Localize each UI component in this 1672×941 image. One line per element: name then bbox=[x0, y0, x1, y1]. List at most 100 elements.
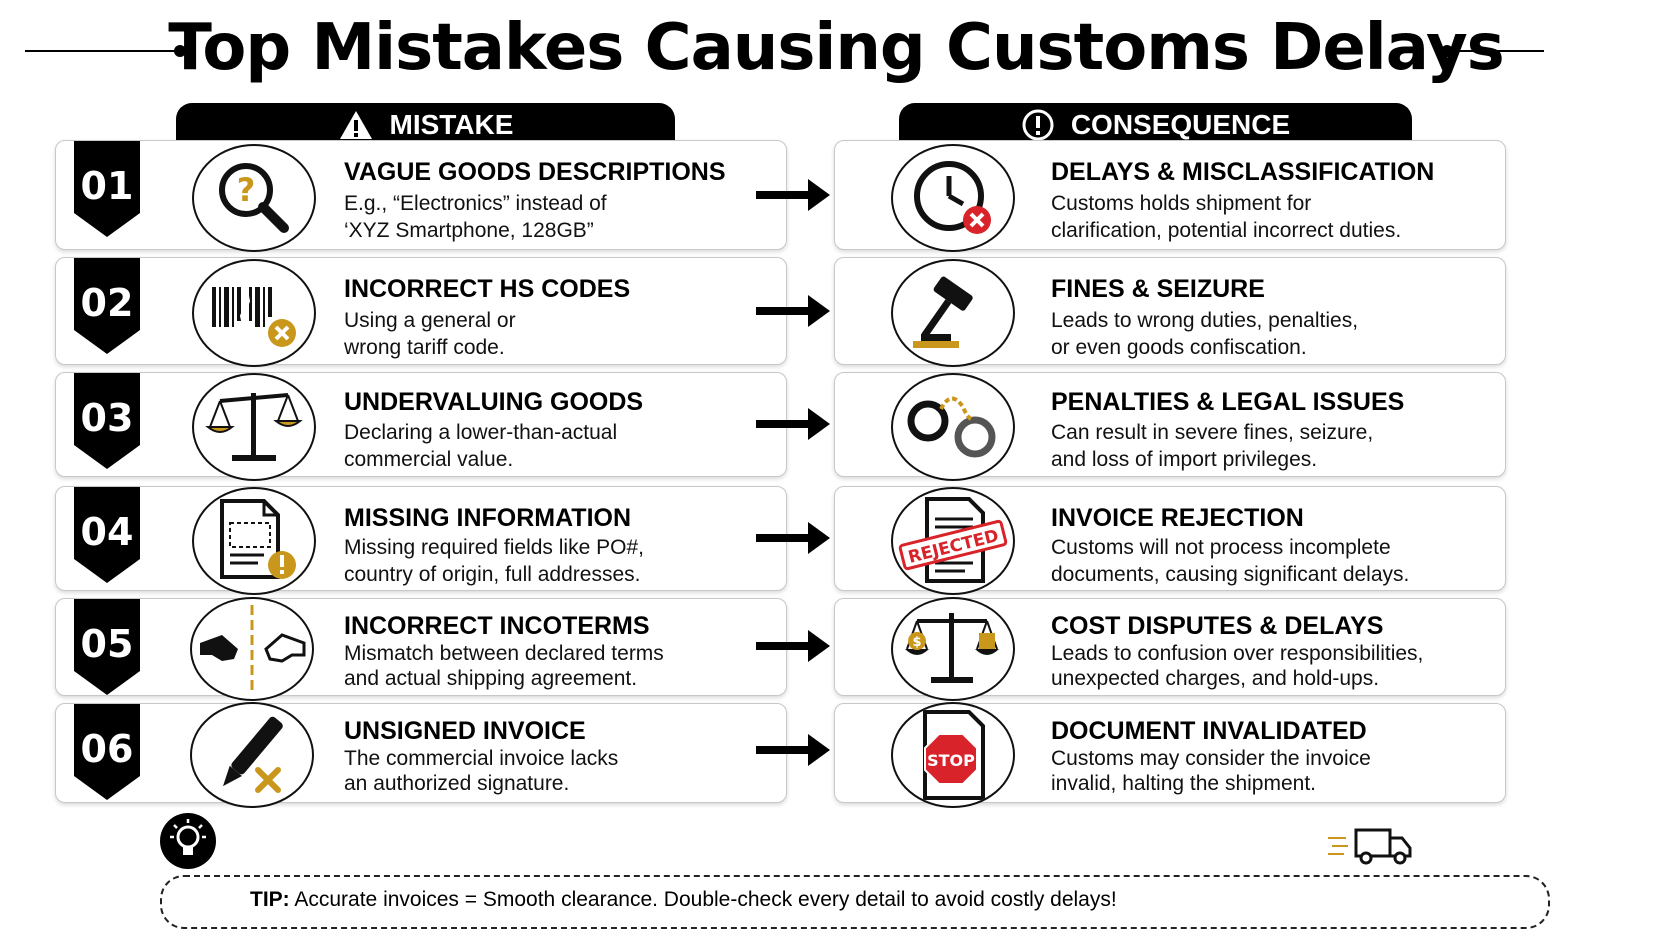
mistake-header-label: MISTAKE bbox=[389, 109, 514, 140]
mistake-title: MISSING INFORMATION bbox=[344, 504, 632, 532]
mistake-description-line: Missing required fields like PO#, bbox=[344, 536, 644, 559]
arrow-right-icon bbox=[756, 522, 830, 554]
mistake-description-line: and actual shipping agreement. bbox=[344, 667, 638, 690]
consequence-header: CONSEQUENCE bbox=[899, 103, 1412, 147]
consequence-title: PENALTIES & LEGAL ISSUES bbox=[1051, 388, 1405, 416]
title-right-dot bbox=[1441, 45, 1453, 57]
mistake-description: Declaring a lower-than-actual commercial… bbox=[344, 419, 784, 473]
mistake-description-line: ‘XYZ Smartphone, 128GB” bbox=[344, 219, 594, 242]
consequence-description-line: Customs may consider the invoice bbox=[1051, 747, 1371, 770]
tip-label: TIP: bbox=[250, 888, 290, 911]
consequence-description: Customs will not process incomplete docu… bbox=[1051, 534, 1491, 588]
mistake-row-04: 04 MISSING INFORMATION Missing required … bbox=[55, 486, 787, 595]
svg-text:$: $ bbox=[912, 635, 921, 650]
clock-x-icon bbox=[891, 144, 1015, 252]
consequence-description-line: Leads to confusion over responsibilities… bbox=[1051, 642, 1424, 665]
mistake-description: The commercial invoice lacks an authoriz… bbox=[344, 746, 784, 796]
mistake-header: MISTAKE bbox=[176, 103, 675, 147]
mistake-description: E.g., “Electronics” instead of ‘XYZ Smar… bbox=[344, 190, 784, 244]
consequence-header-label: CONSEQUENCE bbox=[1070, 109, 1291, 140]
consequence-description: Customs holds shipment for clarification… bbox=[1051, 190, 1491, 244]
mistake-description-line: E.g., “Electronics” instead of bbox=[344, 192, 607, 215]
warning-triangle-icon bbox=[338, 109, 374, 141]
stop-sign-text: STOP bbox=[927, 751, 975, 770]
consequence-row-04: REJECTED INVOICE REJECTION Customs will … bbox=[834, 486, 1506, 595]
mistake-title: VAGUE GOODS DESCRIPTIONS bbox=[344, 158, 726, 186]
consequence-description-line: or even goods confiscation. bbox=[1051, 336, 1307, 359]
mistake-title: UNSIGNED INVOICE bbox=[344, 717, 586, 745]
consequence-description-line: Customs holds shipment for bbox=[1051, 192, 1312, 215]
arrow-right-icon bbox=[756, 408, 830, 440]
consequence-description: Leads to wrong duties, penalties, or eve… bbox=[1051, 307, 1491, 361]
consequence-row-01: DELAYS & MISCLASSIFICATION Customs holds… bbox=[834, 140, 1506, 252]
tip-text: TIP: Accurate invoices = Smooth clearanc… bbox=[250, 888, 1117, 912]
row-number-badge: 05 bbox=[74, 599, 140, 695]
arrow-right-icon bbox=[756, 734, 830, 766]
handshake-split-icon bbox=[190, 597, 314, 701]
mistake-description-line: an authorized signature. bbox=[344, 772, 570, 795]
consequence-description-line: invalid, halting the shipment. bbox=[1051, 772, 1316, 795]
svg-text:?: ? bbox=[237, 171, 256, 209]
mistake-description-line: country of origin, full addresses. bbox=[344, 563, 641, 586]
mistake-description-line: commercial value. bbox=[344, 448, 514, 471]
money-scales-icon: $ bbox=[891, 597, 1015, 701]
mistake-description: Missing required fields like PO#, countr… bbox=[344, 534, 784, 588]
mistake-row-02: 02 INCORRECT HS CODES Using a general or… bbox=[55, 257, 787, 367]
mistake-description-line: wrong tariff code. bbox=[344, 336, 505, 359]
row-number-badge: 04 bbox=[74, 487, 140, 583]
mistake-description-line: The commercial invoice lacks bbox=[344, 747, 619, 770]
magnifier-question-icon: ? bbox=[192, 144, 316, 252]
row-number-badge: 01 bbox=[74, 141, 140, 237]
mistake-title: INCORRECT HS CODES bbox=[344, 275, 631, 303]
row-number-badge: 06 bbox=[74, 704, 140, 800]
broken-barcode-icon bbox=[192, 259, 316, 367]
arrow-right-icon bbox=[756, 630, 830, 662]
mistake-row-03: 03 UNDERVALUING GOODS Declaring a lower-… bbox=[55, 372, 787, 481]
mistake-description-line: Using a general or bbox=[344, 309, 516, 332]
title-left-dot bbox=[174, 45, 186, 57]
mistake-description: Using a general or wrong tariff code. bbox=[344, 307, 784, 361]
mistake-description-line: Mismatch between declared terms bbox=[344, 642, 664, 665]
mistake-description-line: Declaring a lower-than-actual bbox=[344, 421, 618, 444]
tip-banner bbox=[160, 875, 1550, 929]
document-warning-icon bbox=[192, 487, 316, 595]
gavel-icon bbox=[891, 259, 1015, 367]
delivery-truck-icon bbox=[1326, 826, 1416, 866]
consequence-row-06: STOP DOCUMENT INVALIDATED Customs may co… bbox=[834, 702, 1506, 808]
mistake-description: Mismatch between declared terms and actu… bbox=[344, 641, 784, 691]
scales-icon bbox=[192, 373, 316, 481]
mistake-row-01: 01 ? VAGUE GOODS DESCRIPTIONS E.g., “Ele… bbox=[55, 140, 787, 252]
mistake-row-05: 05 INCORRECT INCOTERMS Mismatch between … bbox=[55, 597, 787, 701]
consequence-description-line: and loss of import privileges. bbox=[1051, 448, 1318, 471]
arrow-right-icon bbox=[756, 179, 830, 211]
consequence-title: COST DISPUTES & DELAYS bbox=[1051, 612, 1384, 640]
consequence-title: INVOICE REJECTION bbox=[1051, 504, 1304, 532]
row-number-badge: 02 bbox=[74, 258, 140, 354]
consequence-description-line: Customs will not process incomplete bbox=[1051, 536, 1391, 559]
consequence-description-line: unexpected charges, and hold-ups. bbox=[1051, 667, 1380, 690]
rejected-stamp-icon: REJECTED bbox=[891, 487, 1015, 595]
consequence-description: Leads to confusion over responsibilities… bbox=[1051, 641, 1491, 691]
title-left-rule bbox=[25, 50, 175, 52]
mistake-row-06: 06 UNSIGNED INVOICE The commercial invoi… bbox=[55, 702, 787, 808]
tip-message: Accurate invoices = Smooth clearance. Do… bbox=[294, 888, 1117, 911]
stop-document-icon: STOP bbox=[891, 702, 1015, 808]
pen-x-icon bbox=[190, 702, 314, 808]
consequence-description-line: Leads to wrong duties, penalties, bbox=[1051, 309, 1359, 332]
consequence-description-line: clarification, potential incorrect dutie… bbox=[1051, 219, 1402, 242]
title-right-rule bbox=[1452, 50, 1544, 52]
page-title: Top Mistakes Causing Customs Delays bbox=[168, 11, 1505, 85]
consequence-title: DOCUMENT INVALIDATED bbox=[1051, 717, 1367, 745]
mistake-title: UNDERVALUING GOODS bbox=[344, 388, 644, 416]
consequence-row-03: PENALTIES & LEGAL ISSUES Can result in s… bbox=[834, 372, 1506, 481]
consequence-row-02: FINES & SEIZURE Leads to wrong duties, p… bbox=[834, 257, 1506, 367]
lightbulb-icon bbox=[160, 813, 216, 869]
consequence-title: FINES & SEIZURE bbox=[1051, 275, 1265, 303]
consequence-title: DELAYS & MISCLASSIFICATION bbox=[1051, 158, 1435, 186]
exclamation-circle-icon bbox=[1021, 108, 1055, 142]
row-number-badge: 03 bbox=[74, 373, 140, 469]
arrow-right-icon bbox=[756, 295, 830, 327]
consequence-description-line: Can result in severe fines, seizure, bbox=[1051, 421, 1374, 444]
consequence-description: Can result in severe fines, seizure, and… bbox=[1051, 419, 1491, 473]
mistake-title: INCORRECT INCOTERMS bbox=[344, 612, 650, 640]
